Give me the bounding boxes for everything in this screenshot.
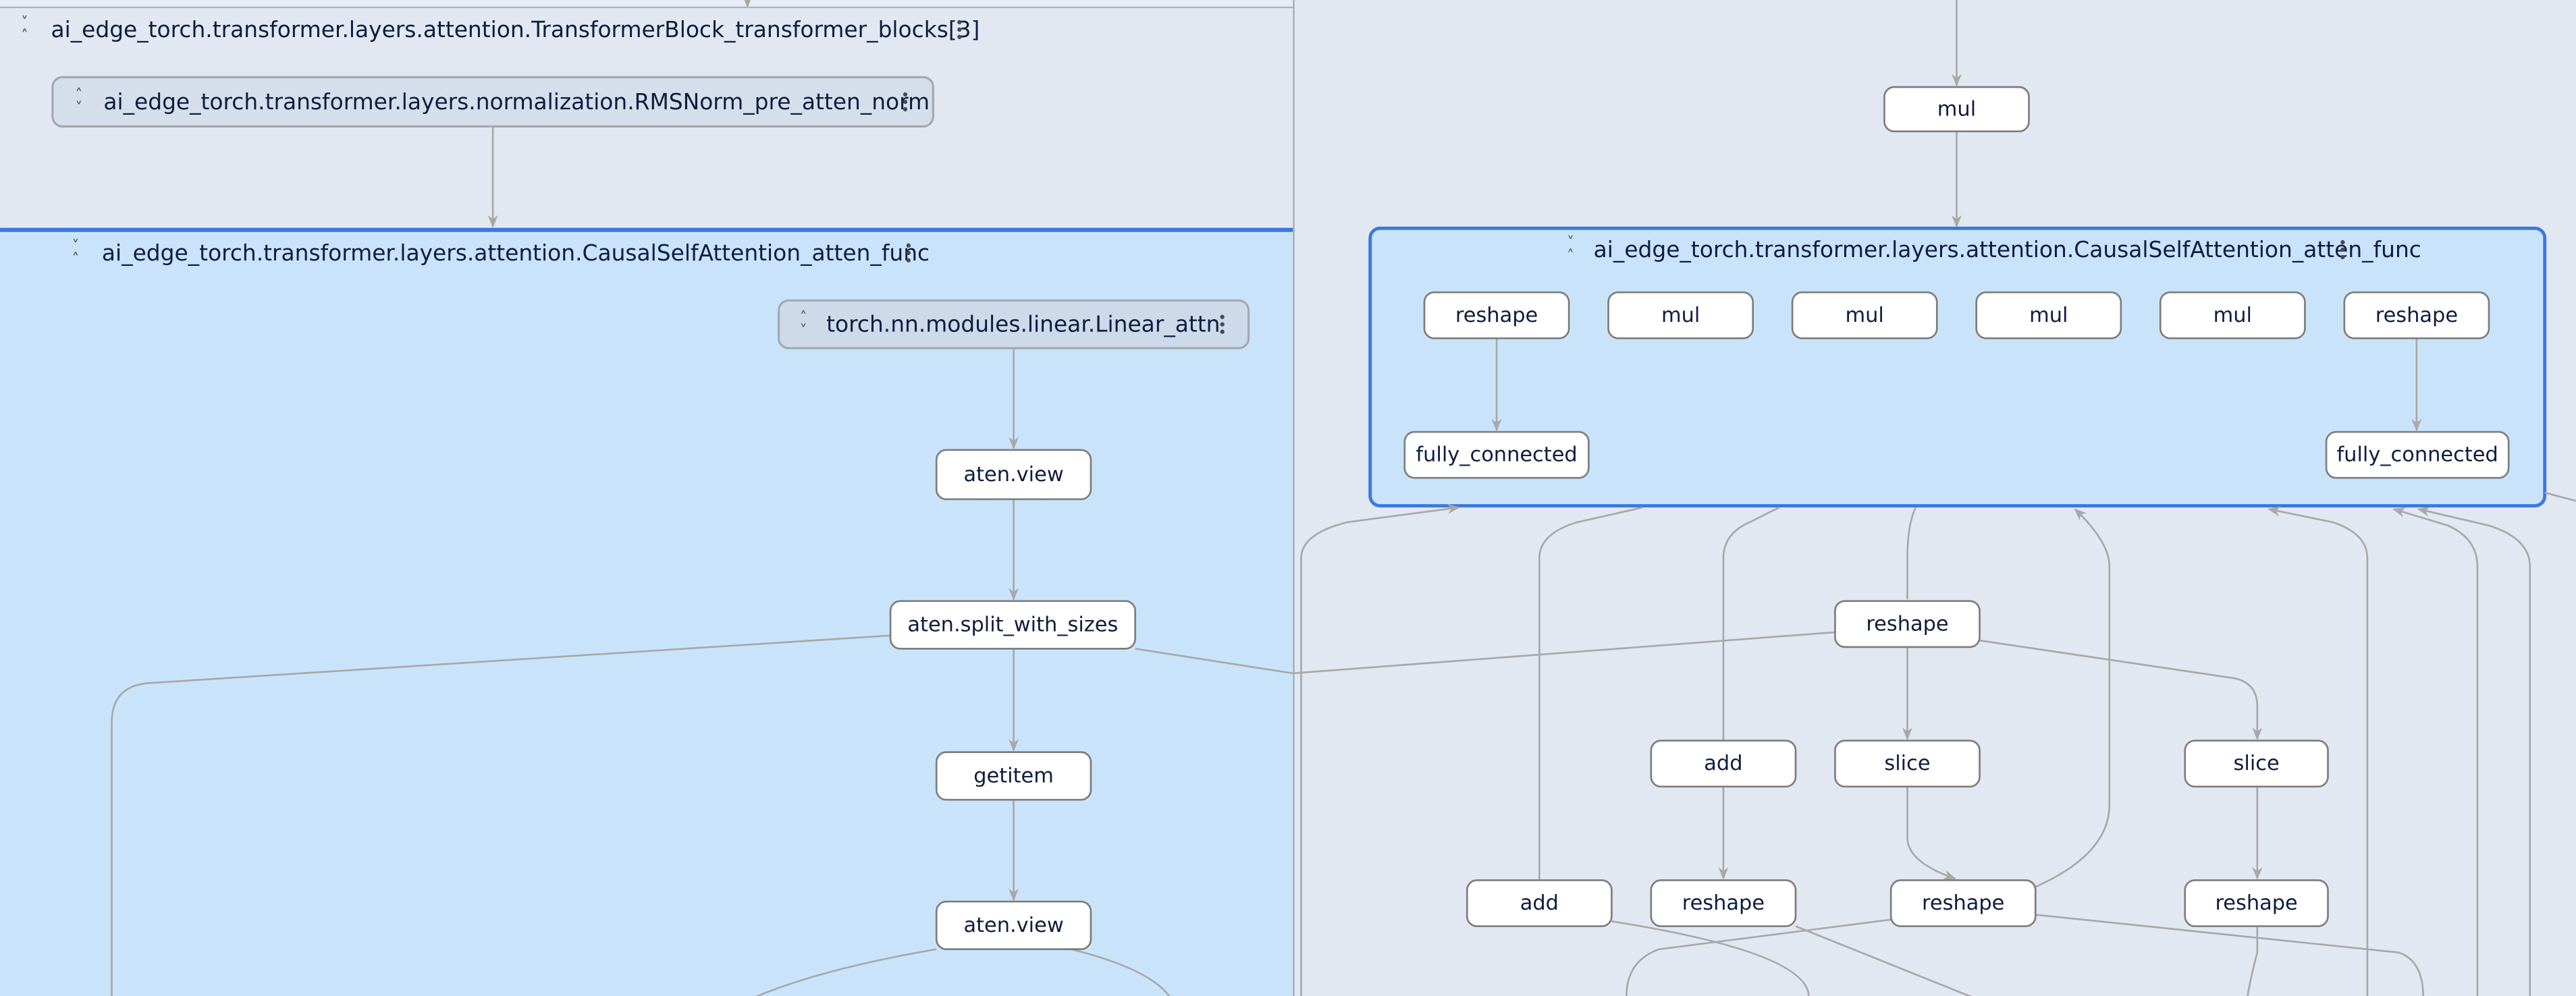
svg-text:add: add bbox=[1704, 752, 1742, 775]
rmsnorm-node[interactable]: ˄ ˅ ai_edge_torch.transformer.layers.nor… bbox=[53, 77, 933, 126]
more-menu-icon[interactable] bbox=[903, 92, 907, 111]
op-node-mul[interactable]: mul bbox=[2160, 292, 2305, 338]
more-menu-icon[interactable] bbox=[957, 20, 961, 39]
op-node-reshape[interactable]: reshape bbox=[2344, 292, 2489, 338]
svg-text:add: add bbox=[1520, 891, 1559, 915]
svg-text:ai_edge_torch.transformer.laye: ai_edge_torch.transformer.layers.attenti… bbox=[1594, 237, 2421, 262]
op-node-add[interactable]: add bbox=[1651, 741, 1796, 787]
svg-text:mul: mul bbox=[1846, 304, 1884, 327]
op-node-aten-view[interactable]: aten.view bbox=[936, 450, 1091, 499]
svg-text:reshape: reshape bbox=[1866, 612, 1948, 636]
more-menu-icon[interactable] bbox=[907, 244, 911, 262]
svg-text:˅: ˅ bbox=[75, 100, 82, 117]
svg-text:˅: ˅ bbox=[800, 323, 807, 339]
svg-text:˄: ˄ bbox=[1567, 248, 1574, 265]
op-node-fully-connected[interactable]: fully_connected bbox=[2326, 432, 2508, 478]
left-pane: ˅ ˄ ai_edge_torch.transformer.layers.att… bbox=[0, 0, 1293, 996]
svg-text:˄: ˄ bbox=[21, 28, 28, 45]
svg-text:mul: mul bbox=[2213, 304, 2252, 327]
svg-text:reshape: reshape bbox=[1682, 891, 1765, 915]
op-node-add[interactable]: add bbox=[1467, 880, 1611, 926]
linear-attn-node[interactable]: ˄ ˅ torch.nn.modules.linear.Linear_attn bbox=[779, 300, 1249, 348]
svg-text:mul: mul bbox=[1937, 97, 1976, 121]
svg-text:reshape: reshape bbox=[2376, 304, 2458, 327]
svg-text:mul: mul bbox=[1661, 304, 1700, 327]
op-node-mul[interactable]: mul bbox=[1792, 292, 1937, 338]
op-node-slice[interactable]: slice bbox=[2185, 741, 2328, 787]
group-title: ai_edge_torch.transformer.layers.attenti… bbox=[51, 17, 980, 43]
op-node-aten-split-with-sizes[interactable]: aten.split_with_sizes bbox=[890, 601, 1135, 649]
op-node-reshape[interactable]: reshape bbox=[1651, 880, 1796, 926]
op-node-reshape[interactable]: reshape bbox=[2185, 880, 2328, 926]
more-menu-icon[interactable] bbox=[1220, 315, 1224, 334]
svg-text:aten.view: aten.view bbox=[963, 463, 1063, 487]
svg-text:aten.split_with_sizes: aten.split_with_sizes bbox=[907, 613, 1118, 636]
op-node-mul[interactable]: mul bbox=[1884, 87, 2029, 132]
svg-text:slice: slice bbox=[2234, 752, 2280, 775]
svg-text:aten.view: aten.view bbox=[963, 914, 1063, 937]
op-node-reshape[interactable]: reshape bbox=[1424, 292, 1569, 338]
svg-text:fully_connected: fully_connected bbox=[1416, 443, 1577, 467]
op-node-reshape[interactable]: reshape bbox=[1835, 601, 1979, 647]
svg-text:reshape: reshape bbox=[2215, 891, 2297, 915]
svg-text:mul: mul bbox=[2029, 304, 2068, 327]
op-node-mul[interactable]: mul bbox=[1977, 292, 2121, 338]
svg-text:reshape: reshape bbox=[1455, 304, 1538, 327]
svg-text:getitem: getitem bbox=[973, 764, 1054, 787]
svg-text:torch.nn.modules.linear.Linear: torch.nn.modules.linear.Linear_attn bbox=[826, 312, 1220, 337]
op-node-slice[interactable]: slice bbox=[1835, 741, 1979, 787]
more-menu-icon[interactable] bbox=[2340, 240, 2344, 259]
right-pane: mul ˅ ˄ ai_edge_torch.transformer.layers… bbox=[1135, 0, 2576, 996]
transformer-block-header[interactable]: ˅ ˄ ai_edge_torch.transformer.layers.att… bbox=[21, 15, 980, 45]
svg-text:fully_connected: fully_connected bbox=[2336, 443, 2498, 467]
op-node-fully-connected[interactable]: fully_connected bbox=[1405, 432, 1589, 478]
svg-text:reshape: reshape bbox=[1922, 891, 2004, 915]
svg-text:ai_edge_torch.transformer.laye: ai_edge_torch.transformer.layers.attenti… bbox=[102, 240, 930, 266]
op-node-mul[interactable]: mul bbox=[1609, 292, 1753, 338]
svg-text:ai_edge_torch.transformer.laye: ai_edge_torch.transformer.layers.normali… bbox=[103, 89, 930, 115]
op-node-getitem[interactable]: getitem bbox=[936, 752, 1091, 800]
svg-text:slice: slice bbox=[1884, 752, 1930, 775]
op-node-aten-view[interactable]: aten.view bbox=[936, 902, 1091, 949]
op-node-reshape[interactable]: reshape bbox=[1891, 880, 2035, 926]
svg-text:˄: ˄ bbox=[72, 251, 80, 268]
